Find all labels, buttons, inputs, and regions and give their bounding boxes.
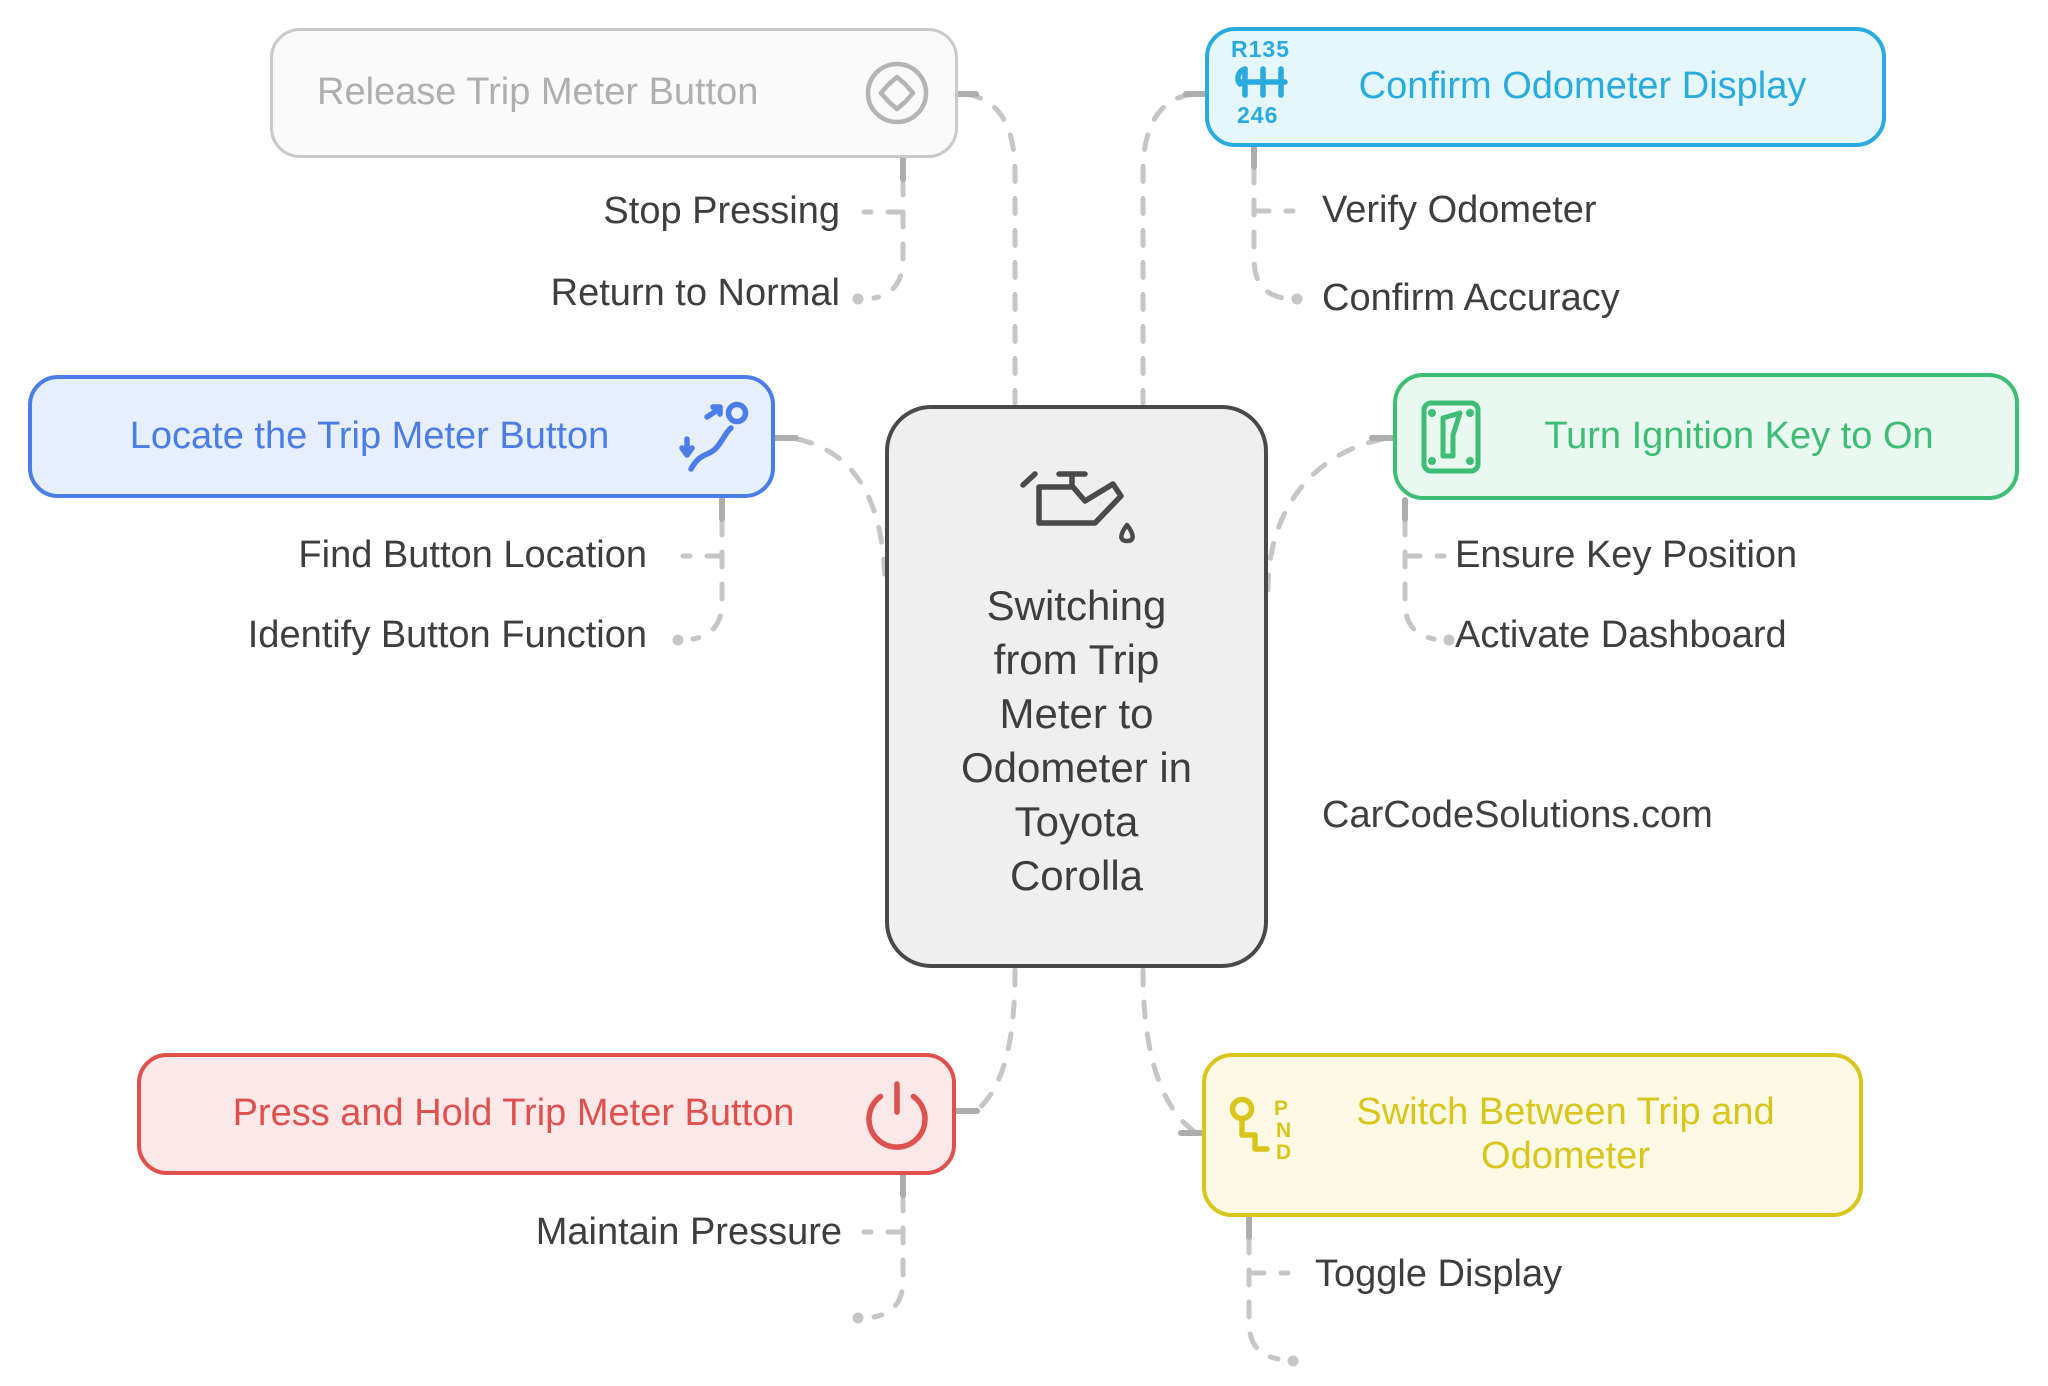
connector-center-press bbox=[974, 967, 1018, 1113]
dpad-circle-icon bbox=[861, 57, 933, 129]
seat-adjust-icon bbox=[677, 397, 751, 477]
node-label: Press and Hold Trip Meter Button bbox=[232, 1092, 795, 1135]
subline-ignition bbox=[1402, 517, 1437, 642]
subitem-maintain-pressure: Maintain Pressure bbox=[535, 1211, 842, 1253]
subitem-activate-dashboard: Activate Dashboard bbox=[1455, 614, 1787, 656]
svg-text:N: N bbox=[1276, 1119, 1291, 1142]
connector-center-locate bbox=[794, 436, 888, 593]
subitem-confirm-accuracy: Confirm Accuracy bbox=[1322, 277, 1620, 319]
node-release-trip-meter-button: Release Trip Meter Button bbox=[270, 28, 958, 158]
node-confirm-odometer-display: R135 246 Confirm Odometer Display bbox=[1205, 27, 1886, 147]
subitem-stop-pressing: Stop Pressing bbox=[603, 190, 840, 232]
node-label: Switch Between Trip and Odometer bbox=[1356, 1091, 1775, 1177]
connector-center-ignition bbox=[1265, 436, 1386, 593]
subitem-ensure-key-position: Ensure Key Position bbox=[1455, 534, 1798, 576]
ignition-switch-icon bbox=[1419, 398, 1483, 476]
center-title: Switching from Trip Meter to Odometer in… bbox=[960, 582, 1193, 899]
oil-can-icon bbox=[1007, 465, 1147, 553]
subline-press bbox=[871, 1193, 906, 1320]
node-turn-ignition-key: Turn Ignition Key to On bbox=[1393, 373, 2019, 500]
manual-gearbox-icon: R135 246 bbox=[1225, 31, 1301, 143]
node-label: Locate the Trip Meter Button bbox=[129, 414, 610, 457]
connector-center-switch bbox=[1140, 967, 1198, 1135]
node-switch-between-trip-odometer: P N D Switch Between Trip and Odometer bbox=[1202, 1053, 1863, 1217]
svg-text:R135: R135 bbox=[1231, 36, 1290, 62]
svg-text:D: D bbox=[1276, 1141, 1291, 1164]
subitem-identify-button-function: Identify Button Function bbox=[247, 614, 647, 656]
subitem-toggle-display: Toggle Display bbox=[1315, 1253, 1563, 1295]
watermark: CarCodeSolutions.com bbox=[1322, 794, 1713, 836]
svg-text:246: 246 bbox=[1237, 102, 1278, 128]
subline-release bbox=[871, 177, 906, 301]
connector-center-confirm bbox=[1140, 91, 1195, 406]
subitem-verify-odometer: Verify Odometer bbox=[1322, 189, 1597, 231]
subitem-find-button-location: Find Button Location bbox=[298, 534, 647, 576]
subline-confirm bbox=[1251, 165, 1286, 301]
node-label: Release Trip Meter Button bbox=[317, 71, 759, 114]
node-label: Turn Ignition Key to On bbox=[1544, 414, 1934, 457]
center-node: Switching from Trip Meter to Odometer in… bbox=[885, 405, 1268, 968]
svg-text:P: P bbox=[1274, 1097, 1288, 1120]
subline-switch bbox=[1246, 1235, 1281, 1362]
subitem-return-to-normal: Return to Normal bbox=[550, 272, 840, 314]
connector-center-release bbox=[963, 91, 1018, 406]
subline-locate bbox=[690, 517, 725, 642]
node-locate-trip-meter-button: Locate the Trip Meter Button bbox=[28, 375, 775, 498]
node-press-hold-trip-meter-button: Press and Hold Trip Meter Button bbox=[137, 1053, 956, 1175]
gear-shifter-icon: P N D bbox=[1226, 1087, 1296, 1183]
node-label: Confirm Odometer Display bbox=[1358, 65, 1807, 108]
power-icon bbox=[860, 1076, 934, 1152]
